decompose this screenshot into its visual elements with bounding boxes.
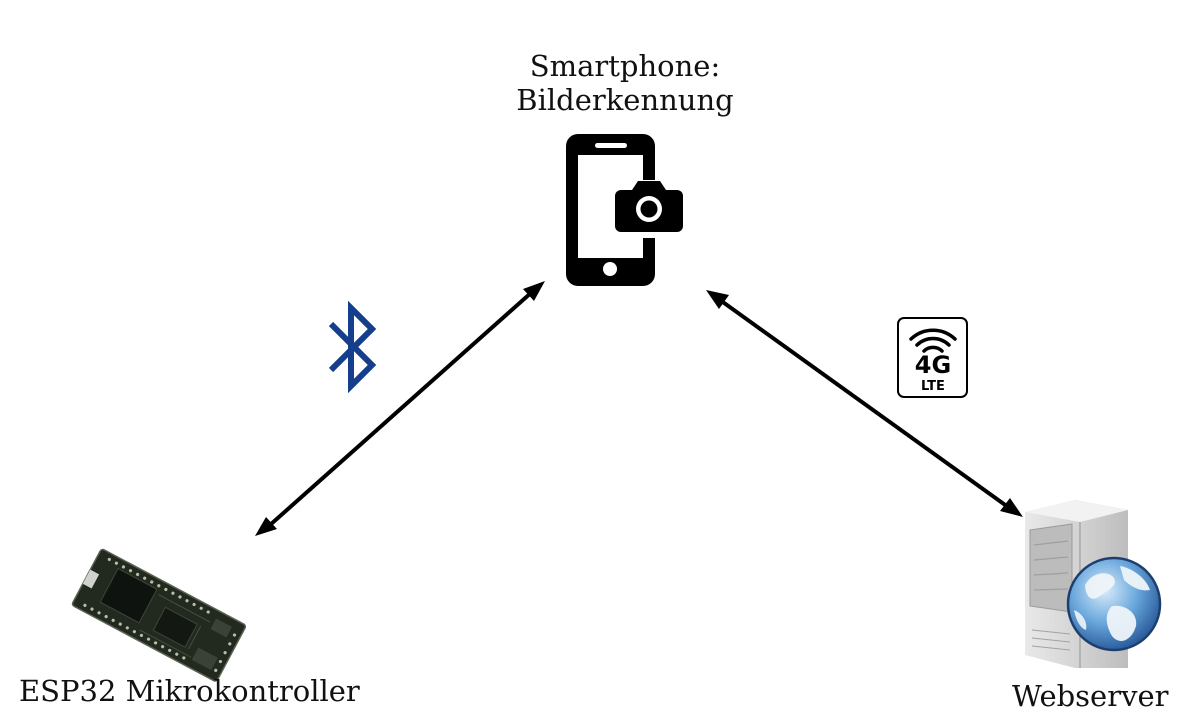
smartphone-label-line1: Smartphone: [529, 49, 721, 83]
smartphone-label-line2: Bilderkennung [516, 83, 734, 117]
bluetooth-link-arrow [255, 281, 545, 536]
esp32-label: ESP32 Mikrokontroller [19, 674, 360, 708]
smartphone-camera-icon [566, 134, 688, 286]
lte-sub-text: LTE [921, 379, 945, 394]
bluetooth-icon [328, 300, 377, 394]
lte-link-arrow [706, 290, 1023, 517]
lte-badge-text: 4G [915, 351, 951, 379]
esp32-module-icon [71, 548, 247, 682]
webserver-label: Webserver [1012, 679, 1169, 713]
4g-lte-icon: 4G LTE [897, 317, 968, 398]
webserver-globe-icon [1025, 500, 1162, 668]
smartphone-label: Smartphone: Bilderkennung [0, 49, 1194, 117]
